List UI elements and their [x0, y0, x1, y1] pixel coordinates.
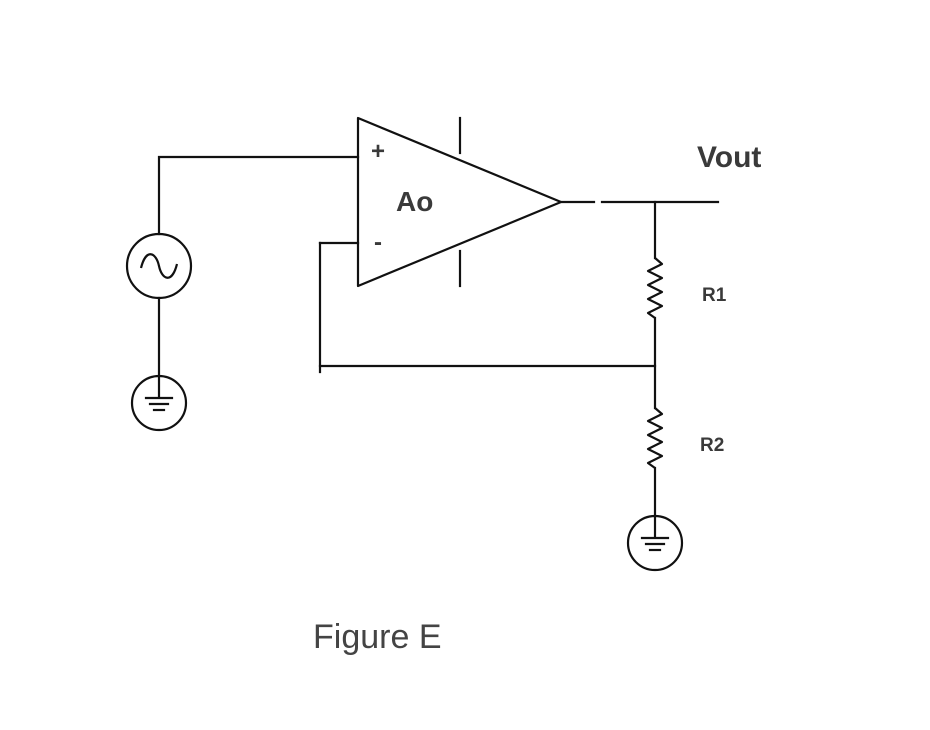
resistor-r2-label: R2	[700, 435, 724, 456]
opamp-plus-sign: +	[371, 138, 385, 165]
wire-source-to-noninverting-input	[157, 155, 360, 236]
opamp-triangle	[356, 116, 563, 288]
opamp-minus-sign: -	[374, 229, 382, 256]
resistor-r2	[646, 407, 664, 469]
ac-voltage-source-icon	[125, 232, 193, 300]
opamp-label: Ao	[396, 186, 433, 217]
figure-caption: Figure E	[313, 618, 442, 656]
ground-icon	[130, 374, 188, 432]
resistor-r1-label: R1	[702, 285, 727, 306]
ground-icon	[626, 514, 684, 572]
resistor-r1	[646, 257, 664, 319]
vout-label: Vout	[697, 141, 761, 174]
